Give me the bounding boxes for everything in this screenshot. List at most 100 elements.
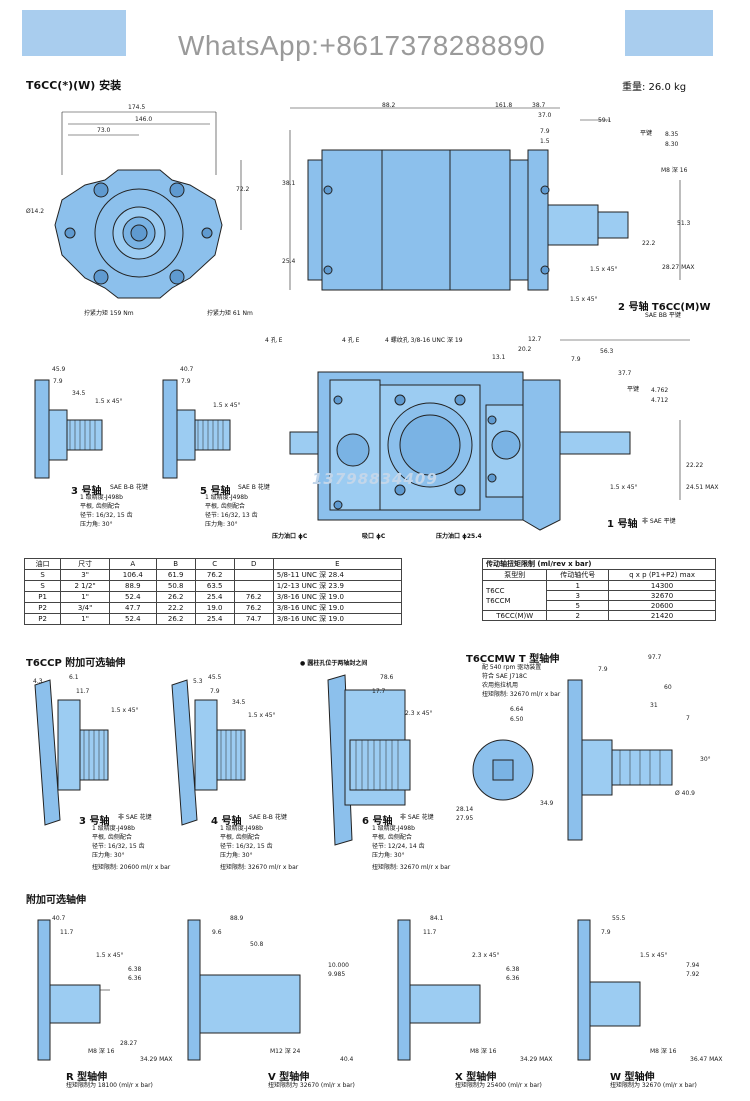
mw-dim-9: 28.14: [456, 806, 474, 813]
top-keyway: 平键: [627, 386, 640, 393]
table-cell: 5: [546, 600, 610, 611]
shaftX-title: X 型轴伸: [455, 1072, 497, 1083]
side-dim-12: 22.2: [642, 240, 656, 247]
v-dim-1: 88.9: [230, 915, 244, 922]
s3b-dim-1: 4.3: [33, 678, 43, 685]
shaft4-line-1: 1 级精度-J498b: [220, 825, 263, 832]
table-cell: 50.8: [155, 580, 196, 592]
shaft6-drawing: [327, 674, 411, 846]
table-cell: 3/8-16 UNC 深 19.0: [272, 591, 403, 603]
mw-dim-4: 7.9: [598, 666, 608, 673]
w-dim-1: 55.5: [612, 915, 626, 922]
table-cell: 3/8-16 UNC 深 19.0: [272, 613, 403, 625]
side-dim-11: 51.3: [677, 220, 691, 227]
mw-dim-10: 27.95: [456, 815, 474, 822]
shaft3-drawing: [34, 379, 103, 479]
table-cell: P1: [23, 591, 62, 603]
table-row: T6CC(M)W 2 21420: [481, 610, 716, 621]
shaft4-line-4: 压力角: 30°: [220, 852, 253, 859]
shaft3-line-1: 1 级精度-J498b: [80, 494, 123, 501]
side-dim-13: 1.5 x 45°: [590, 266, 618, 273]
s3b-dim-2: 6.1: [69, 674, 79, 681]
shaft4-line-5: 扭矩限制: 32670 ml/r x bar: [220, 864, 299, 871]
table-cell: 63.5: [194, 580, 235, 592]
s6-dim-1: 78.6: [380, 674, 394, 681]
side-dim-4: 37.0: [538, 112, 552, 119]
r-dim-5: 6.36: [128, 975, 142, 982]
t6ccmw-title: T6CCMW T 型轴伸: [466, 654, 560, 665]
shaft5-line-4: 压力角: 30°: [205, 521, 238, 528]
table-cell: 32670: [608, 590, 716, 601]
side-dim-15: 25.4: [282, 258, 296, 265]
shaftV-title: V 型轴伸: [268, 1072, 310, 1083]
port-p1-label: 压力油口 ϕ25.4: [436, 533, 482, 540]
v-dim-3: 50.8: [250, 941, 264, 948]
table-cell: 76.2: [233, 602, 274, 614]
x-dim-4: 6.38: [506, 966, 520, 973]
model-title: T6CC(*)(W) 安装: [26, 79, 122, 92]
shaftV-sub: 扭矩限制为 32670 (ml/r x bar): [268, 1082, 355, 1089]
s5-dim-1: 40.7: [180, 366, 194, 373]
top-dim-10: 24.51 MAX: [686, 484, 719, 491]
header-blue-left: [22, 10, 126, 56]
torque-title: 传动轴扭矩限制 (ml/rev x bar): [482, 558, 716, 570]
side-dim-9: 8.30: [665, 141, 679, 148]
t6ccp-note: ● 圆柱孔位于两轴封之间: [300, 660, 368, 667]
v-dim-6: M12 深 24: [270, 1048, 301, 1055]
x-dim-2: 11.7: [423, 929, 437, 936]
shaftX-drawing: [397, 919, 481, 1061]
shaft5-line-2: 平根, 齿侧配合: [205, 503, 245, 510]
s4-dim-4: 34.5: [232, 699, 246, 706]
s3-dim-4: 1.5 x 45°: [95, 398, 123, 405]
shaft3b-title: 3 号轴: [79, 816, 110, 827]
table-cell: S: [23, 580, 62, 592]
table-cell: 106.4: [108, 569, 157, 581]
side-dim-1: 88.2: [382, 102, 396, 109]
torque-th: q x p (P1+P2) max: [608, 569, 716, 581]
shaft4-title: 4 号轴: [211, 816, 242, 827]
top-dim-1: 12.7: [528, 336, 542, 343]
table-cell: 2: [546, 610, 610, 621]
table-cell: 76.2: [233, 591, 274, 603]
shaft1-label: 1 号轴: [607, 519, 638, 530]
x-dim-5: 6.36: [506, 975, 520, 982]
s4-dim-3: 7.9: [210, 688, 220, 695]
t6ccmw-line-4: 扭矩限制: 32670 ml/r x bar: [482, 691, 561, 698]
whatsapp-contact: WhatsApp:+8617378288890: [178, 30, 546, 61]
mw-dim-7: 7: [686, 715, 690, 722]
shaft3-line-3: 径节: 16/32, 15 齿: [80, 512, 133, 519]
table-cell: 47.7: [108, 602, 157, 614]
side-view-drawing: [289, 107, 681, 291]
port-th: A: [108, 558, 157, 570]
shaftR-sub: 扭矩限制为 18100 (ml/r x bar): [66, 1082, 153, 1089]
port-th: E: [272, 558, 403, 570]
shaft3-line-2: 平根, 齿侧配合: [80, 503, 120, 510]
mw-dim-12: Ø 40.9: [675, 790, 695, 797]
torque-header: 泵型别 传动轴代号 q x p (P1+P2) max: [481, 569, 716, 581]
t6ccmw-line-2: 符合 SAE J718C: [482, 673, 528, 680]
side-dim-3: 38.7: [532, 102, 546, 109]
side-dim-8: 8.35: [665, 131, 679, 138]
v-dim-4: 10.000: [328, 962, 349, 969]
table-cell: 26.2: [155, 613, 196, 625]
top-dim-6: 37.7: [618, 370, 632, 377]
s3b-dim-3: 11.7: [76, 688, 90, 695]
v-dim-5: 9.985: [328, 971, 346, 978]
top-dim-8: 4.712: [651, 397, 669, 404]
shaftR-title: R 型轴伸: [66, 1072, 108, 1083]
table-cell: 52.4: [108, 591, 157, 603]
table-cell: 21420: [608, 610, 716, 621]
table-cell: 1": [60, 591, 110, 603]
t6ccmw-line-3: 农用拖拉机用: [482, 682, 519, 689]
w-dim-7: 36.47 MAX: [690, 1056, 723, 1063]
x-dim-7: 34.29 MAX: [520, 1056, 553, 1063]
phone-watermark: 13798834409: [312, 470, 438, 488]
table-cell: 1: [546, 580, 610, 591]
weight-label: 重量: 26.0 kg: [622, 82, 687, 93]
shaftW-sub: 扭矩限制为 32670 (ml/r x bar): [610, 1082, 697, 1089]
top-threaded-holes: 4 螺纹孔 3/8-16 UNC 深 19: [385, 337, 463, 344]
